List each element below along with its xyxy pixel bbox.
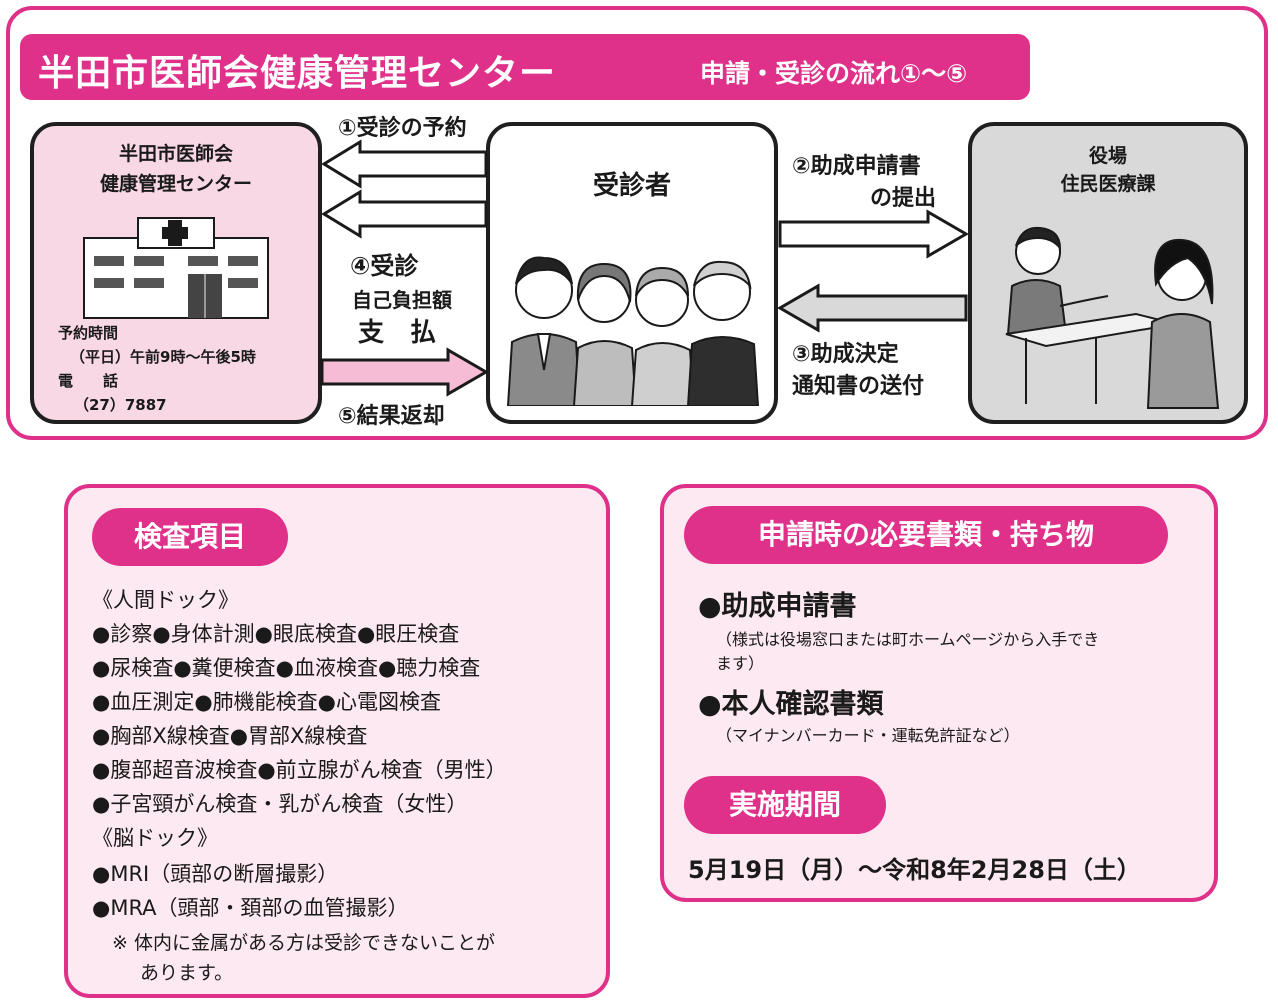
step4-sublabel: 自己負担額 <box>352 288 452 312</box>
checkup-line: ●子宮頸がん検査・乳がん検査（女性） <box>92 792 468 816</box>
checkup-line: 《脳ドック》 <box>92 826 218 850</box>
page-subtitle: 申請・受診の流れ①〜⑤ <box>700 59 968 88</box>
documents-panel: 申請時の必要書類・持ち物 ●助成申請書 （様式は役場窓口または町ホームページから… <box>660 484 1218 902</box>
patient-box: 受診者 <box>486 122 778 424</box>
document-item-note: （様式は役場窓口または町ホームページから入手でき <box>716 630 1100 649</box>
checkup-line: ●診察●身体計測●眼底検査●眼圧検査 <box>92 622 460 646</box>
patient-title: 受診者 <box>592 171 671 201</box>
step5-arrow <box>320 347 489 397</box>
step3-label: ③助成決定 <box>792 342 899 367</box>
hours-label: 予約時間 <box>58 324 119 342</box>
phone-value: （27）7887 <box>74 396 167 414</box>
step2-label: ②助成申請書 <box>792 154 921 179</box>
documents-heading: 申請時の必要書類・持ち物 <box>684 506 1168 564</box>
document-item-note-cont: ます） <box>716 654 765 673</box>
document-item-application: ●助成申請書 <box>698 591 857 622</box>
center-name-line1: 半田市医師会 <box>118 143 233 165</box>
hospital-building-icon <box>83 217 269 319</box>
checkup-line: ●腹部超音波検査●前立腺がん検査（男性） <box>92 758 507 782</box>
office-title-line1: 役場 <box>1088 145 1127 167</box>
step5-label: ⑤結果返却 <box>338 404 445 429</box>
center-name-line2: 健康管理センター <box>99 173 252 195</box>
checkup-line: ●MRI（頭部の断層撮影） <box>92 862 339 886</box>
step2-label-cont: の提出 <box>870 186 937 211</box>
hours-value: （平日）午前9時〜午後5時 <box>70 348 256 366</box>
document-item-id: ●本人確認書類 <box>698 689 884 720</box>
checkup-line: 《人間ドック》 <box>92 588 239 612</box>
checkup-panel: 検査項目 《人間ドック》 ●診察●身体計測●眼底検査●眼圧検査 ●尿検査●糞便検… <box>64 484 610 998</box>
step4-payment: 支 払 <box>358 318 437 348</box>
period-heading: 実施期間 <box>684 776 886 834</box>
office-title-line2: 住民医療課 <box>1060 173 1156 195</box>
period-value: 5月19日（月）〜令和8年2月28日（土） <box>688 856 1141 884</box>
checkup-note: ※ 体内に金属がある方は受診できないことが <box>112 932 495 954</box>
checkup-line: ●MRA（頭部・頚部の血管撮影） <box>92 896 409 920</box>
checkup-note-cont: あります。 <box>140 962 234 984</box>
step3-arrow <box>777 283 968 333</box>
page-title: 半田市医師会健康管理センター <box>38 53 557 94</box>
flow-arrows <box>320 139 969 397</box>
document-item-id-note: （マイナンバーカード・運転免許証など） <box>716 726 1020 745</box>
step4-arrow <box>321 189 488 239</box>
checkup-heading: 検査項目 <box>92 508 288 566</box>
counter-consultation-icon <box>1005 226 1220 409</box>
title-bar: 半田市医師会健康管理センター 申請・受診の流れ①〜⑤ <box>20 34 1030 100</box>
town-office-box: 役場 住民医療課 <box>968 122 1248 424</box>
health-center-box: 半田市医師会 健康管理センター 予約時間 （平日）午前9時〜午後5時 電 話 （… <box>30 122 322 424</box>
checkup-line: ●胸部X線検査●胃部X線検査 <box>92 724 368 748</box>
step2-arrow <box>778 209 969 259</box>
step3-label-cont: 通知書の送付 <box>792 374 925 399</box>
people-group-icon <box>506 256 760 406</box>
checkup-line: ●血圧測定●肺機能検査●心電図検査 <box>92 690 441 714</box>
step1-label: ①受診の予約 <box>338 116 467 141</box>
phone-label: 電 話 <box>58 372 119 390</box>
step1-arrow <box>321 139 488 189</box>
step4-label: ④受診 <box>350 252 419 280</box>
checkup-line: ●尿検査●糞便検査●血液検査●聴力検査 <box>92 656 481 680</box>
